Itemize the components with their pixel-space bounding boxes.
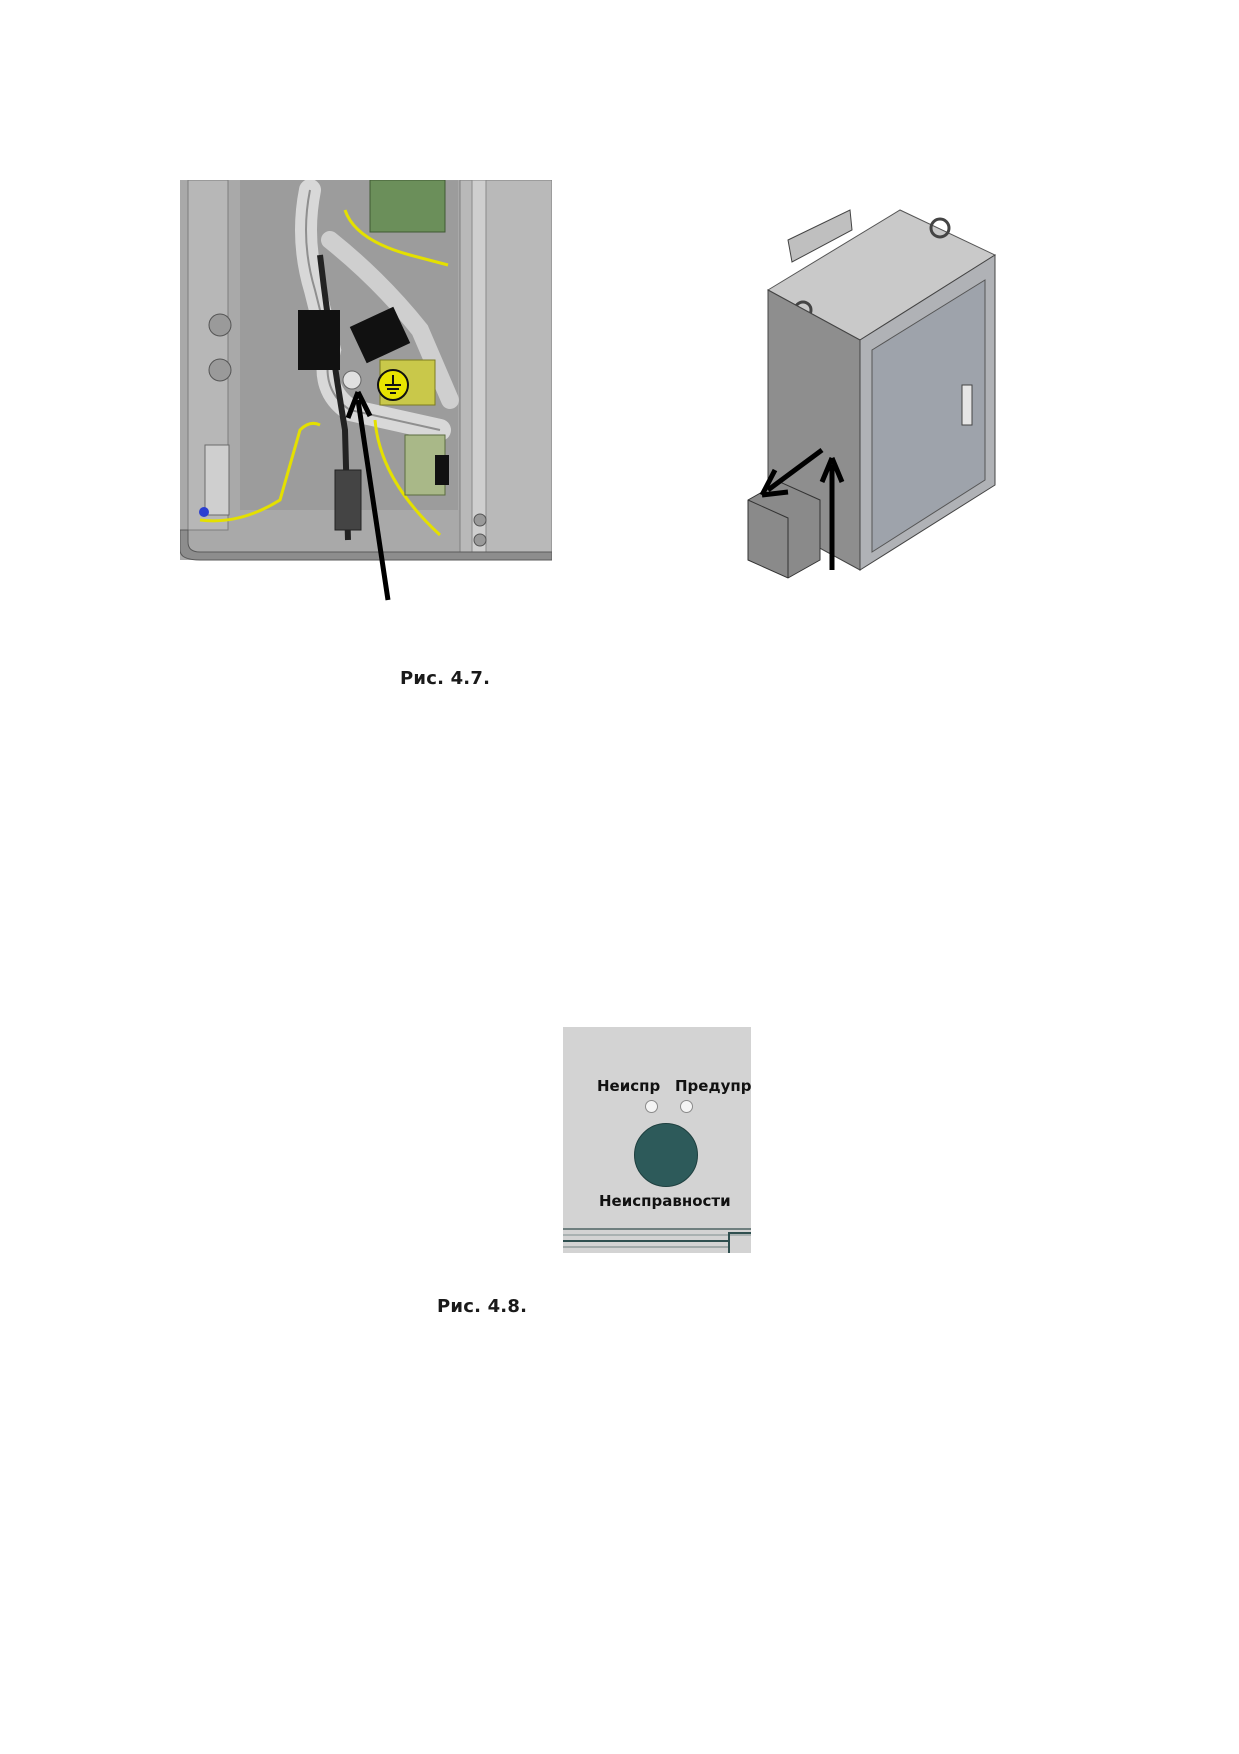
cabinet-interior-drawing	[179, 179, 553, 601]
figure-4-7-caption: Рис. 4.7.	[400, 668, 491, 689]
fault-indicator-label: Неиспр	[597, 1077, 661, 1095]
fault-reset-button[interactable]	[634, 1123, 698, 1187]
warning-indicator-label: Предупр	[675, 1077, 751, 1095]
fault-button-label: Неисправности	[599, 1192, 731, 1210]
figure-4-8-fault-panel: Неиспр Предупр Неисправности	[563, 1027, 751, 1253]
figure-4-7-exterior-image	[740, 200, 1010, 580]
figure-4-8-caption: Рис. 4.8.	[437, 1296, 528, 1317]
fault-led-icon	[645, 1100, 658, 1113]
panel-frame-lines	[563, 1228, 751, 1253]
warning-led-icon	[680, 1100, 693, 1113]
cabinet-exterior-drawing	[747, 209, 997, 579]
figure-4-7-interior-image	[179, 179, 553, 610]
